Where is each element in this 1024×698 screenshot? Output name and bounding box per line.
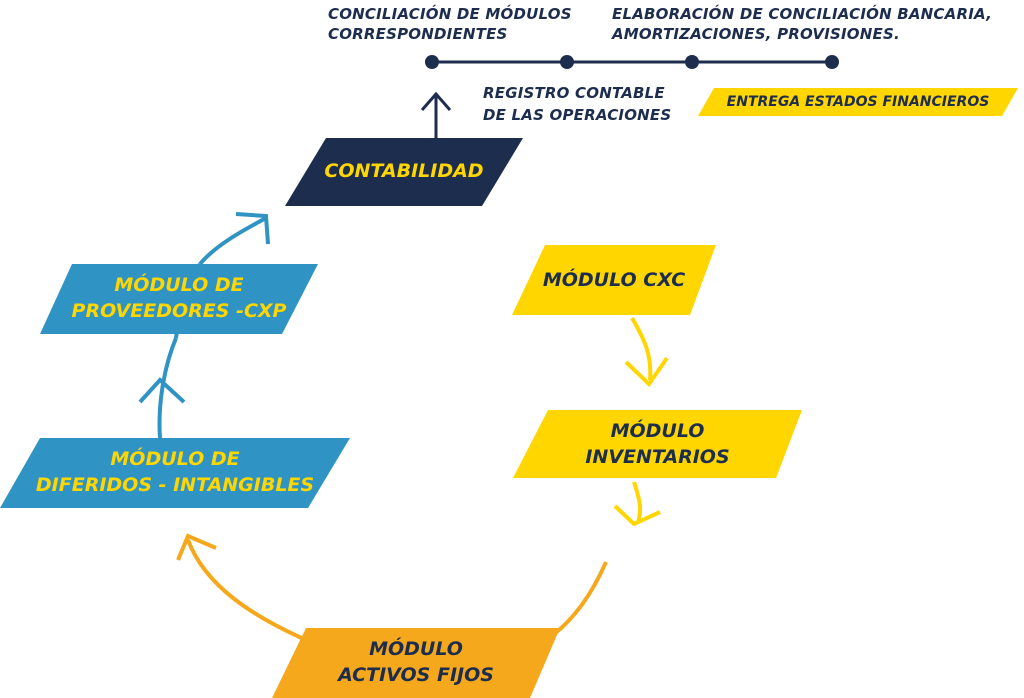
inventarios-label: MÓDULO INVENTARIOS [513,418,802,470]
label-line: ACTIVOS FIJOS [338,664,494,686]
final-tag-shape [698,88,1018,116]
inventarios-down-arrow [632,481,643,523]
label-line: MÓDULO CXC [542,269,686,291]
diferidos-label: MÓDULO DE DIFERIDOS - INTANGIBLES [0,446,350,498]
proveedores-connector [174,263,202,339]
label-line: MÓDULO [369,638,463,660]
cxc-label: MÓDULO CXC [512,267,716,293]
timeline-label-registro: REGISTRO CONTABLE DE LAS OPERACIONES [483,82,671,126]
arrow-head-icon [176,533,217,561]
cxc-to-inventarios-arrow [630,316,653,381]
arrow-head-icon [613,504,661,527]
timeline-dot [685,55,699,69]
label-line: AMORTIZACIONES, PROVISIONES. [612,25,900,43]
contabilidad-box [285,138,523,206]
activos-to-diferidos-arrow [186,539,307,642]
label-line: MÓDULO DE [114,274,244,296]
label-line: DE LAS OPERACIONES [483,106,672,124]
label-line: CORRESPONDIENTES [328,25,508,43]
final-tag-label: ENTREGA ESTADOS FINANCIEROS [726,94,990,110]
proveedores-to-contabilidad-arrow [198,216,267,266]
arrow-head-icon [138,377,186,404]
label-line: MÓDULO [610,420,705,442]
label-line: CONTABILIDAD [324,160,484,182]
diferidos-box [0,438,350,508]
timeline-label-elaboracion: ELABORACIÓN DE CONCILIACIÓN BANCARIA, AM… [612,4,992,44]
label-line: PROVEEDORES -CXP [71,300,287,322]
arrow-head-icon [624,356,669,388]
label-line: INVENTARIOS [585,446,730,468]
label-line: REGISTRO CONTABLE [483,84,665,102]
proveedores-box [40,264,318,334]
activos-fijos-label: MÓDULO ACTIVOS FIJOS [272,636,560,688]
label-line: ELABORACIÓN DE CONCILIACIÓN BANCARIA, [612,5,992,23]
timeline-dot [825,55,839,69]
label-line: MÓDULO DE [110,448,240,470]
arrow-head-icon [420,91,452,111]
label-line: CONCILIACIÓN DE MÓDULOS [328,5,572,23]
proveedores-label: MÓDULO DE PROVEEDORES -CXP [40,272,318,324]
cxc-box [512,245,716,315]
inventarios-to-activos-arrow [538,561,608,646]
timeline-label-conciliacion: CONCILIACIÓN DE MÓDULOS CORRESPONDIENTES [328,4,572,44]
timeline-dot [560,55,574,69]
activos-fijos-box [272,628,560,698]
contabilidad-label: CONTABILIDAD [285,158,523,184]
diferidos-to-proveedores-arrow [157,337,178,439]
inventarios-box [513,410,802,478]
label-line: DIFERIDOS - INTANGIBLES [35,474,315,496]
timeline-dot [425,55,439,69]
arrow-head-icon [235,212,270,245]
